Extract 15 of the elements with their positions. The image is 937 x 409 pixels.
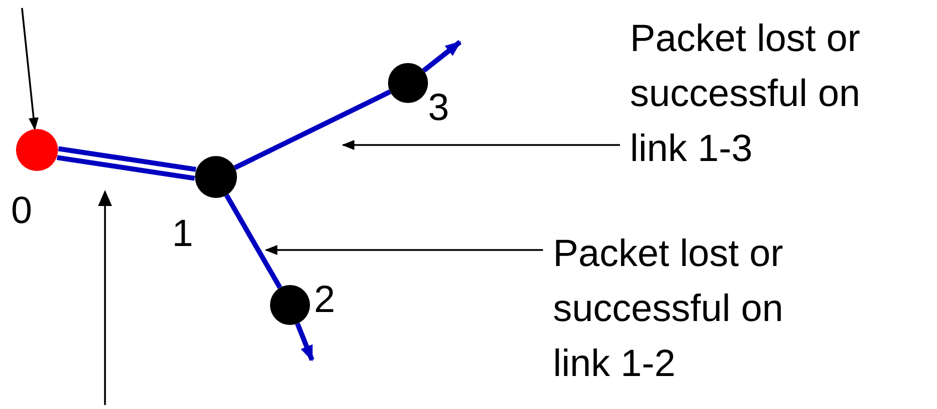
node-number: 0 [11, 192, 32, 230]
network-node [195, 156, 237, 198]
leader-arrow [21, 8, 39, 130]
network-node [16, 129, 58, 171]
node-number: 1 [172, 215, 194, 253]
annotation-text: Packet lost or successful on link 1-3 [630, 17, 862, 172]
leader-arrow [342, 140, 620, 150]
link-arrow [295, 322, 314, 362]
leader-arrow [264, 244, 543, 256]
network-node [388, 63, 428, 103]
annotation-text: Packet lost or successful on link 1-2 [553, 232, 784, 387]
node-number: 3 [428, 89, 450, 127]
node-number: 2 [314, 281, 336, 319]
network-node [270, 285, 310, 325]
link-arrow [422, 40, 462, 73]
